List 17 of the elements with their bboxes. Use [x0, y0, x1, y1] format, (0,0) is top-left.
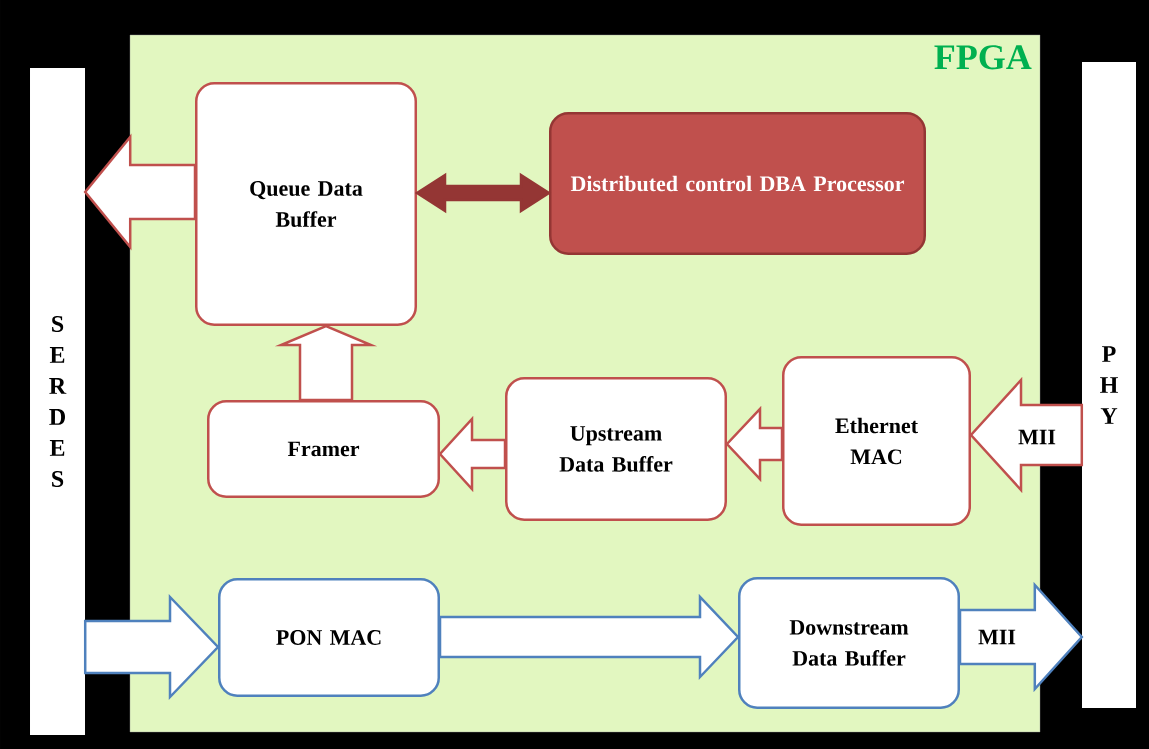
process-box: Ethernet MAC [782, 356, 971, 526]
block-arrow [725, 405, 784, 483]
process-box: Distributed control DBA Processor [549, 112, 926, 255]
block-arrow [969, 376, 1084, 494]
process-box: PON MAC [218, 578, 440, 697]
interface-bar: P H Y [1082, 62, 1136, 708]
block-arrow [438, 415, 507, 493]
block-arrow [83, 133, 197, 251]
block-arrow [83, 593, 220, 701]
process-box: Upstream Data Buffer [505, 377, 727, 521]
block-arrow [438, 593, 740, 681]
process-box: Framer [207, 400, 440, 498]
process-box: Queue Data Buffer [195, 82, 417, 326]
process-box: Downstream Data Buffer [738, 577, 960, 709]
block-arrow [958, 581, 1084, 693]
block-arrow [274, 324, 378, 402]
interface-bar: S E R D E S [30, 68, 85, 735]
